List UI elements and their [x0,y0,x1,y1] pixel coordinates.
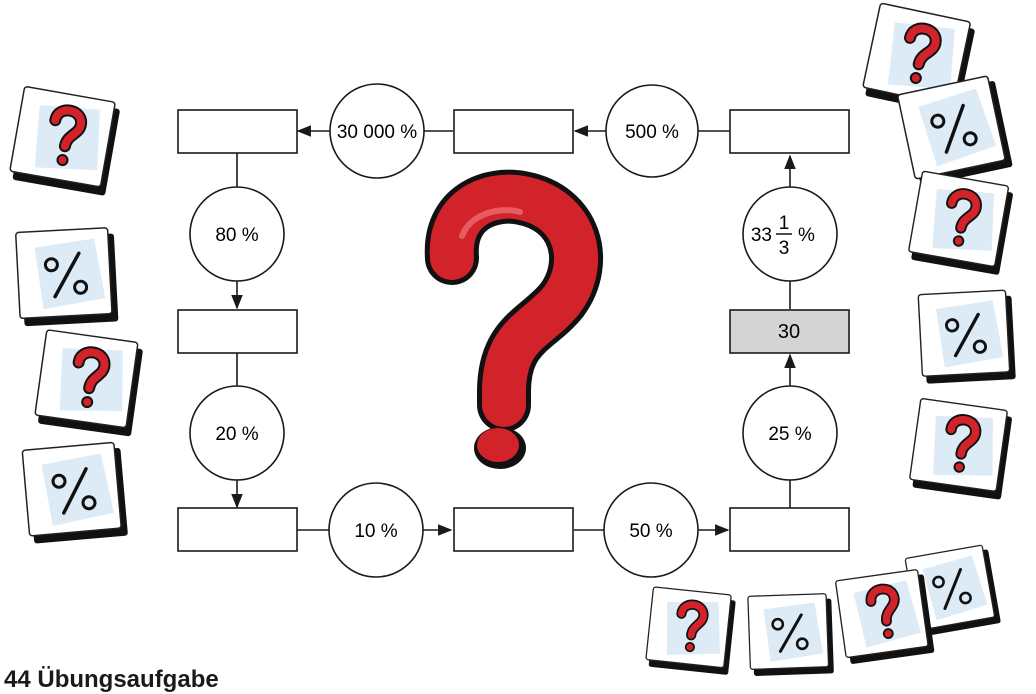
box-bottom-left[interactable] [177,507,298,552]
question-card-icon [34,330,144,437]
fraction-numerator: 1 [779,213,790,234]
circle-left-lower [189,385,285,481]
circle-bottom-left-label: 10 % [354,521,397,542]
percent-card-icon [746,591,836,678]
question-card-icon [645,587,736,675]
percent-circles [189,83,838,578]
circle-top-left-label: 30 000 % [337,122,417,143]
box-top-right[interactable] [729,109,850,154]
circle-bottom-right [603,482,699,578]
percent-card-icon [20,440,130,546]
circle-right-lower-label: 25 % [768,424,811,445]
mixed-whole: 33 [751,225,772,246]
box-top-left[interactable] [177,109,298,154]
circle-left-upper-label: 80 % [215,225,258,246]
circle-right-lower [742,385,838,481]
percent-card-icon [895,72,1015,189]
value-boxes [177,109,850,552]
circle-bottom-right-label: 50 % [629,521,672,542]
question-card-icon [8,86,121,196]
circle-right-upper-label: 33 1 3 % [751,213,815,259]
question-card-icon [835,569,934,665]
circle-top-left [329,83,425,179]
percent-card-icon [13,225,121,329]
connectors [231,125,796,536]
box-bottom-right[interactable] [729,507,850,552]
big-question-mark-icon [424,169,603,469]
circle-top-right-label: 500 % [625,122,679,143]
circle-bottom-left [328,482,424,578]
box-right-middle-given [729,309,850,354]
fraction-denominator: 3 [779,238,790,259]
question-card-icon [908,398,1013,499]
percent-card-icon [916,288,1018,386]
box-bottom-middle[interactable] [453,507,574,552]
circle-left-lower-label: 20 % [215,424,258,445]
question-card-icon [907,171,1014,275]
exercise-title: 44 Übungsaufgabe [4,666,219,693]
box-left-middle[interactable] [177,309,298,354]
box-top-middle[interactable] [453,109,574,154]
circle-top-right [605,84,699,178]
circle-left-upper [189,186,285,282]
mixed-unit: % [798,225,815,246]
given-value: 30 [778,321,800,343]
